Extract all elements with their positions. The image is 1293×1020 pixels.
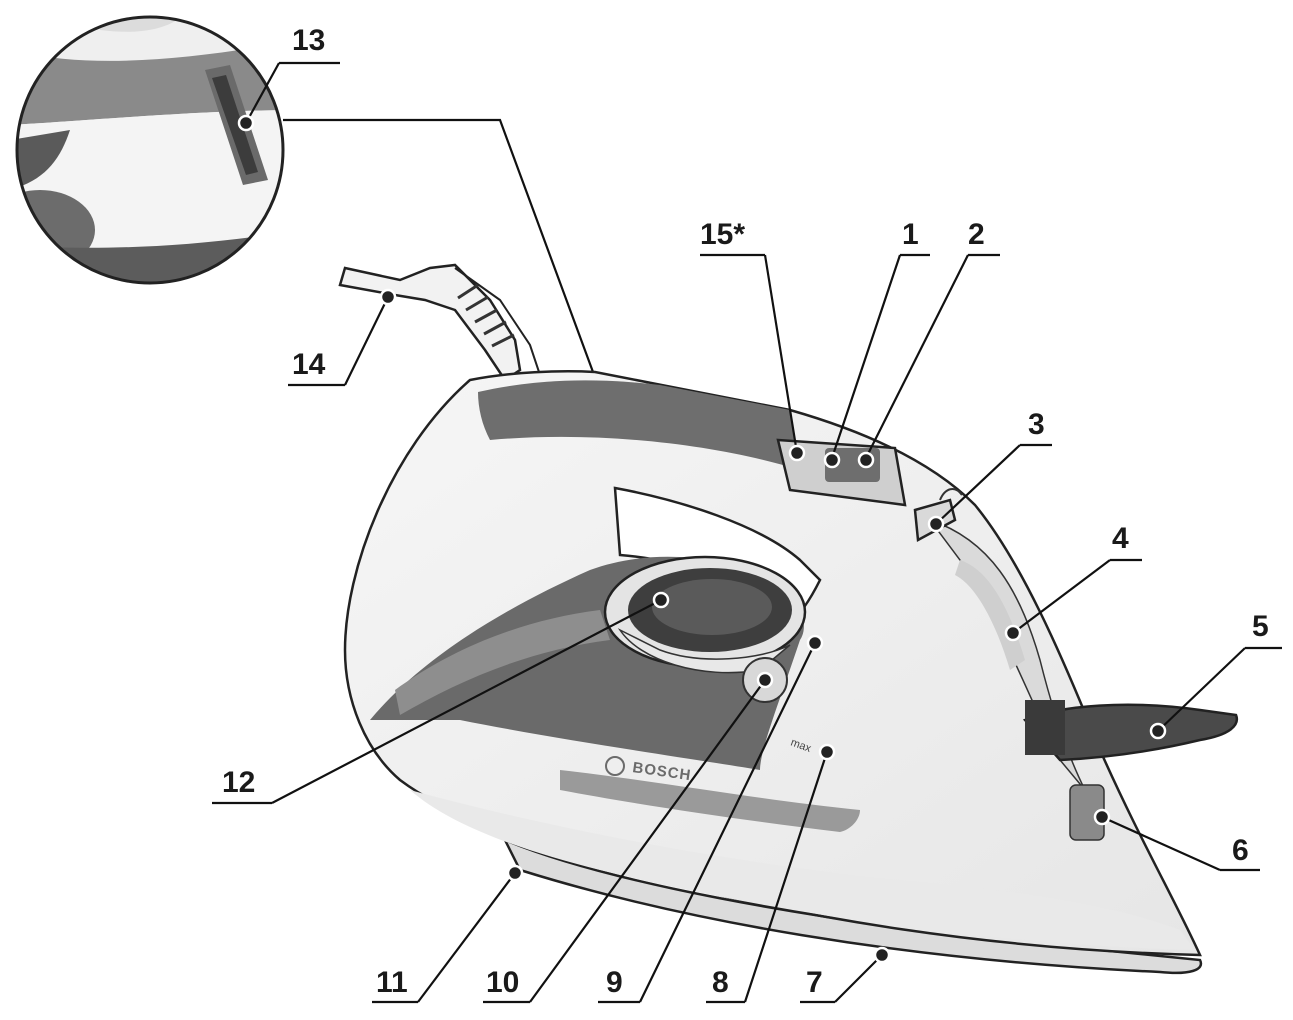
detail-inset — [15, 15, 285, 285]
callout-7: 7 — [806, 966, 823, 999]
callout-dots — [237, 114, 1167, 964]
bosch-logo-icon — [605, 756, 625, 776]
callout-14: 14 — [292, 348, 326, 381]
dot-13 — [237, 114, 255, 132]
dot-3 — [927, 515, 945, 533]
steam-iron: BOSCH max — [338, 263, 1239, 975]
dot-1 — [823, 451, 841, 469]
callout-11: 11 — [376, 966, 408, 999]
callout-10: 10 — [486, 966, 519, 999]
dot-15 — [788, 444, 806, 462]
callout-8: 8 — [712, 966, 729, 999]
callout-13: 13 — [292, 24, 325, 57]
dot-14 — [379, 288, 397, 306]
dot-11 — [506, 864, 524, 882]
callout-leaders — [212, 61, 1282, 1004]
dot-7 — [873, 946, 891, 964]
callout-12: 12 — [222, 766, 255, 799]
callout-15: 15* — [700, 218, 745, 251]
dot-9 — [806, 634, 824, 652]
dot-12 — [652, 591, 670, 609]
dot-4 — [1004, 624, 1022, 642]
callout-9: 9 — [606, 966, 623, 999]
dot-2 — [857, 451, 875, 469]
callout-4: 4 — [1112, 522, 1129, 555]
inset-connector-line — [283, 118, 595, 373]
dot-8 — [818, 743, 836, 761]
callout-1: 1 — [902, 218, 919, 251]
callout-2: 2 — [968, 218, 985, 251]
dot-10 — [756, 671, 774, 689]
dot-5 — [1149, 722, 1167, 740]
callout-3: 3 — [1028, 408, 1045, 441]
callout-5: 5 — [1252, 610, 1269, 643]
callout-6: 6 — [1232, 834, 1249, 867]
dot-6 — [1093, 808, 1111, 826]
callout-labels: 13 15* 1 2 3 4 5 14 12 6 11 10 9 8 7 — [222, 24, 1269, 999]
